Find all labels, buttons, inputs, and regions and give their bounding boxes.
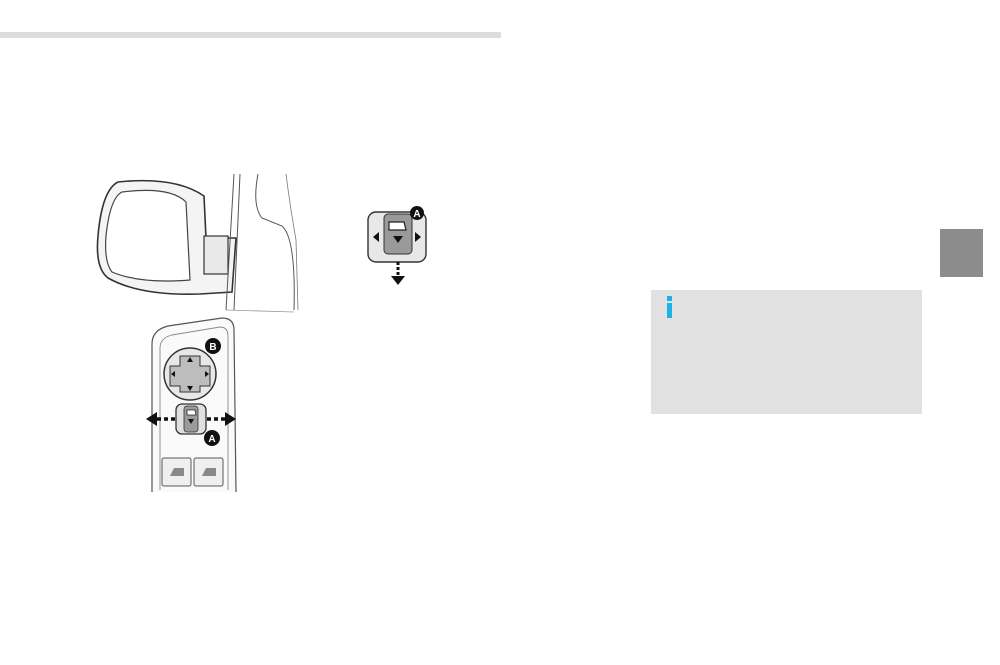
callout-a-top — [410, 206, 424, 220]
callout-a-bottom-label: A — [208, 434, 215, 445]
info-box — [651, 290, 922, 414]
header-rule — [0, 32, 501, 38]
mirror-fold-control-detail: A — [367, 206, 427, 285]
chapter-tab — [940, 229, 983, 277]
callout-b — [205, 338, 221, 354]
door-panel-controls: B A — [146, 317, 237, 493]
info-icon — [667, 296, 672, 318]
door-mirror — [96, 173, 299, 313]
mirror-adjustment-illustration: A B A — [96, 173, 427, 493]
callout-b-label: B — [209, 342, 216, 353]
callout-a-bottom — [204, 430, 220, 446]
callout-a-top-label: A — [413, 209, 420, 220]
